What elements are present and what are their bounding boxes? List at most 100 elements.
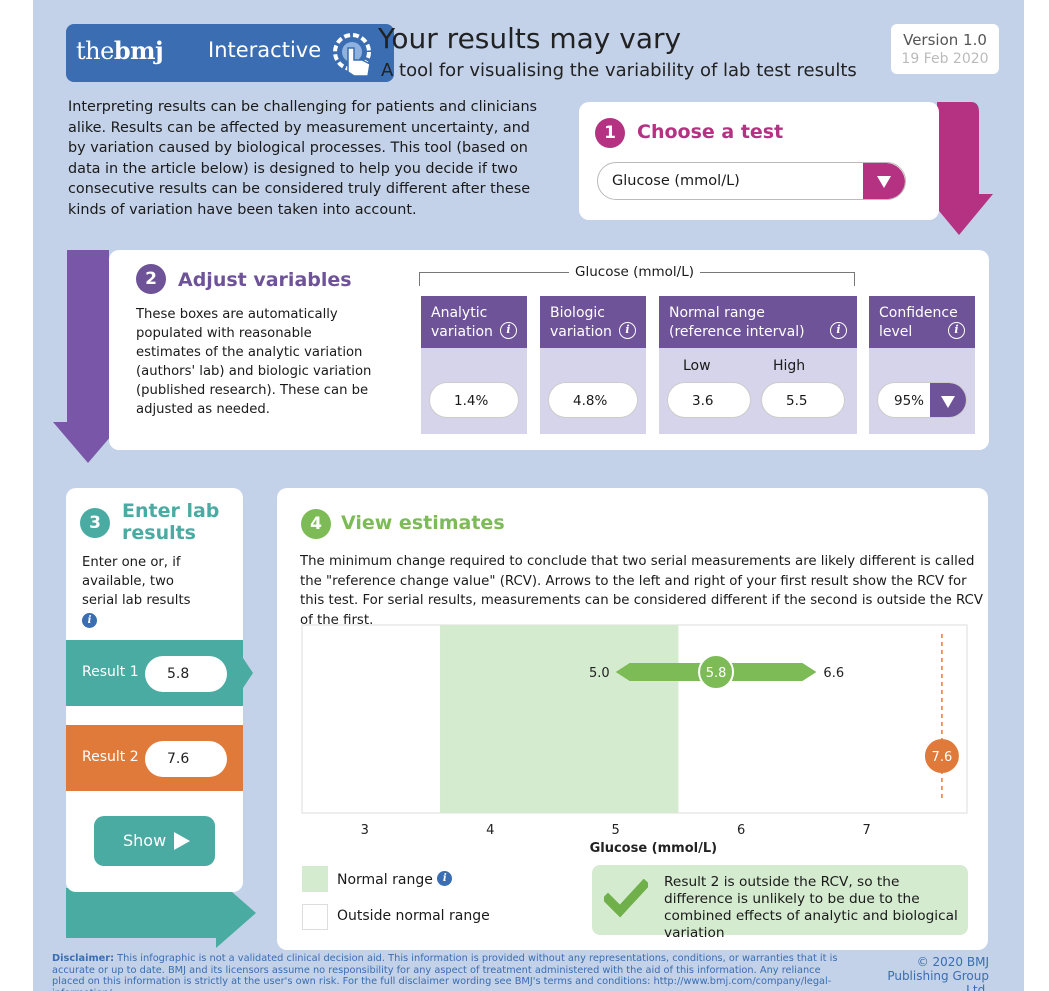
x-tick-label: 3 bbox=[361, 823, 369, 838]
copyright-line1: © 2020 BMJ bbox=[916, 955, 989, 969]
legend-normal: Normal range i bbox=[337, 871, 453, 888]
step1-panel: 1 Choose a test Glucose (mmol/L) bbox=[579, 102, 939, 220]
confidence-header: Confidence level i bbox=[869, 296, 975, 348]
legend-outside-label: Outside normal range bbox=[337, 908, 490, 924]
test-select[interactable]: Glucose (mmol/L) bbox=[597, 162, 906, 200]
rcv-high-label: 6.6 bbox=[823, 666, 844, 681]
disclaimer-text: This infographic is not a validated clin… bbox=[52, 953, 838, 991]
brand-name: thebmj bbox=[76, 36, 164, 65]
page-title: Your results may vary bbox=[378, 22, 682, 55]
play-icon bbox=[174, 832, 190, 850]
normal-range-card: Normal range (reference interval) i Low … bbox=[659, 296, 857, 434]
info-icon[interactable]: i bbox=[948, 322, 965, 339]
step3-number: 3 bbox=[80, 508, 110, 538]
x-tick-label: 5 bbox=[612, 823, 620, 838]
normal-range-label-2: (reference interval) bbox=[669, 324, 805, 340]
conclusion-text: Result 2 is outside the RCV, so the diff… bbox=[664, 874, 958, 941]
disclaimer: Disclaimer: This infographic is not a va… bbox=[52, 953, 852, 991]
x-axis-label: Glucose (mmol/L) bbox=[590, 841, 718, 856]
legend-normal-swatch bbox=[302, 866, 328, 892]
touch-icon bbox=[333, 33, 371, 77]
show-button-label: Show bbox=[123, 831, 167, 850]
checkmark-icon bbox=[604, 879, 648, 918]
result2-input[interactable]: 7.6 bbox=[145, 741, 227, 777]
confidence-card: Confidence level i 95% bbox=[869, 296, 975, 434]
step2-heading: Adjust variables bbox=[178, 269, 352, 291]
group-label: Glucose (mmol/L) bbox=[569, 264, 700, 280]
result1-row: Result 1 5.8 bbox=[66, 640, 243, 706]
page-subtitle: A tool for visualising the variability o… bbox=[381, 60, 857, 81]
normal-high-input[interactable]: 5.5 bbox=[761, 382, 845, 418]
step3-description: Enter one or, if available, two serial l… bbox=[82, 555, 191, 628]
step4-panel: 4 View estimates The minimum change requ… bbox=[277, 488, 988, 950]
rcv-explanation: The minimum change required to conclude … bbox=[300, 554, 983, 628]
result2-row: Result 2 7.6 bbox=[66, 725, 243, 791]
version-box: Version 1.0 19 Feb 2020 bbox=[891, 24, 999, 74]
show-button[interactable]: Show bbox=[94, 816, 215, 866]
step3-arrow bbox=[66, 878, 256, 948]
result2-label: Result 2 bbox=[82, 749, 139, 765]
infographic-canvas: thebmj Interactive Your results may vary… bbox=[33, 0, 1024, 991]
analytic-variation-card: Analytic variation i 1.4% bbox=[421, 296, 527, 434]
chevron-down-icon[interactable] bbox=[930, 383, 966, 417]
info-icon[interactable]: i bbox=[830, 322, 847, 339]
disclaimer-label: Disclaimer: bbox=[52, 953, 115, 964]
result1-pointer bbox=[243, 658, 253, 688]
result1-label: Result 1 bbox=[82, 664, 139, 680]
analytic-label-2: variation bbox=[431, 324, 493, 340]
info-icon[interactable]: i bbox=[619, 322, 636, 339]
step2-description: These boxes are automatically populated … bbox=[136, 307, 372, 417]
step3-panel: 3 Enter lab results Enter one or, if ava… bbox=[66, 488, 253, 892]
result1-input[interactable]: 5.8 bbox=[145, 656, 227, 692]
normal-range-label-1: Normal range bbox=[669, 305, 765, 321]
intro-text: Interpreting results can be challenging … bbox=[68, 99, 538, 218]
step2-arrow bbox=[53, 250, 123, 463]
biologic-header: Biologic variation i bbox=[540, 296, 646, 348]
version-date: 19 Feb 2020 bbox=[901, 51, 989, 67]
analytic-header: Analytic variation i bbox=[421, 296, 527, 348]
copyright-line2: Publishing Group Ltd. bbox=[887, 969, 989, 991]
result1-marker bbox=[698, 654, 735, 690]
biologic-variation-input[interactable]: 4.8% bbox=[548, 382, 638, 418]
brand-interactive: Interactive bbox=[208, 38, 322, 62]
x-tick-label: 6 bbox=[737, 823, 745, 838]
result2-marker-label: 7.6 bbox=[932, 750, 953, 765]
legend-normal-label: Normal range bbox=[337, 872, 433, 888]
info-icon[interactable]: i bbox=[437, 871, 453, 886]
confidence-value: 95% bbox=[894, 393, 925, 409]
result2-marker bbox=[924, 739, 959, 773]
rcv-low-label: 5.0 bbox=[589, 666, 610, 681]
step3-heading-line2: results bbox=[122, 522, 196, 544]
test-select-value: Glucose (mmol/L) bbox=[612, 173, 740, 189]
step3-heading-line1: Enter lab bbox=[122, 500, 220, 522]
step4-number: 4 bbox=[301, 509, 331, 539]
info-icon[interactable]: i bbox=[82, 613, 97, 628]
normal-low-input[interactable]: 3.6 bbox=[667, 382, 751, 418]
high-label: High bbox=[773, 358, 806, 374]
confidence-label-2: level bbox=[879, 324, 913, 340]
biologic-label-1: Biologic bbox=[550, 305, 605, 321]
version-label: Version 1.0 bbox=[903, 31, 987, 49]
confidence-select[interactable]: 95% bbox=[877, 382, 967, 418]
conclusion-box: Result 2 is outside the RCV, so the diff… bbox=[592, 865, 968, 941]
step1-heading: Choose a test bbox=[637, 121, 784, 143]
bmj-logo: thebmj Interactive bbox=[66, 24, 394, 82]
info-icon[interactable]: i bbox=[500, 322, 517, 339]
step1-arrow bbox=[925, 102, 993, 235]
normal-range-header: Normal range (reference interval) i bbox=[659, 296, 857, 348]
x-tick-label: 7 bbox=[862, 823, 870, 838]
result1-marker-label: 5.8 bbox=[706, 666, 727, 681]
analytic-variation-input[interactable]: 1.4% bbox=[429, 382, 519, 418]
confidence-label-1: Confidence bbox=[879, 305, 958, 321]
analytic-label-1: Analytic bbox=[431, 305, 488, 321]
step2-number: 2 bbox=[136, 264, 166, 294]
normal-range-band bbox=[440, 625, 679, 813]
copyright: © 2020 BMJ Publishing Group Ltd. bbox=[861, 955, 989, 991]
step3-heading: Enter lab results bbox=[122, 500, 219, 544]
biologic-variation-card: Biologic variation i 4.8% bbox=[540, 296, 646, 434]
chevron-down-icon[interactable] bbox=[863, 163, 905, 199]
step2-panel: 2 Adjust variables These boxes are autom… bbox=[109, 250, 989, 450]
step1-number: 1 bbox=[595, 118, 625, 148]
low-label: Low bbox=[683, 358, 711, 374]
